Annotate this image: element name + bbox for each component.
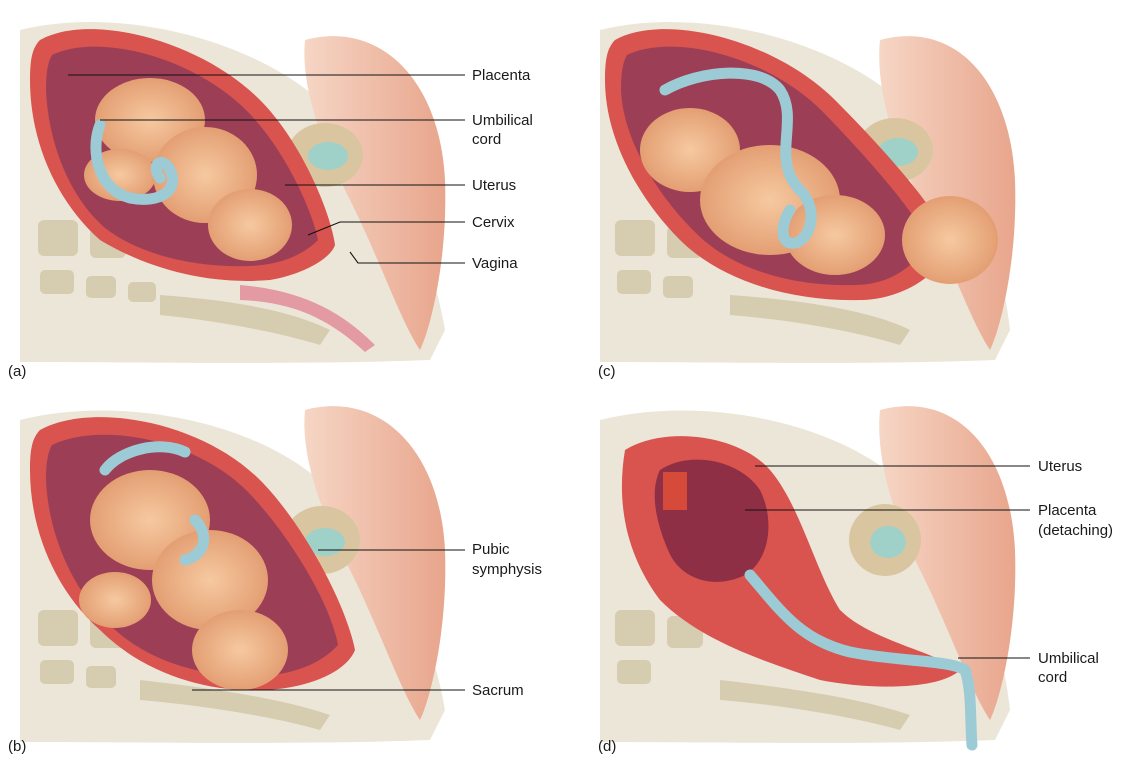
label-uterus-a: Uterus: [472, 177, 516, 194]
label-placenta-a: Placenta: [472, 67, 531, 84]
panel-c: (c): [598, 22, 1015, 380]
label-cervix-a: Cervix: [472, 214, 515, 231]
panel-d-letter: (d): [598, 738, 616, 755]
label-vagina-a: Vagina: [472, 255, 518, 272]
panel-b-letter: (b): [8, 738, 26, 755]
panel-c-letter: (c): [598, 363, 616, 380]
label-cord-a: cord: [472, 131, 501, 148]
label-detaching-d: (detaching): [1038, 522, 1113, 539]
label-sacrum: Sacrum: [472, 682, 524, 699]
panel-d: Uterus Placenta (detaching) Umbilical co…: [598, 406, 1113, 755]
panel-a: Placenta Umbilical cord Uterus Cervix Va…: [8, 22, 533, 380]
label-placenta-d: Placenta: [1038, 502, 1097, 519]
label-umbilical-a: Umbilical: [472, 112, 533, 129]
label-uterus-d: Uterus: [1038, 458, 1082, 475]
label-pubic: Pubic: [472, 541, 510, 558]
label-cord-d: cord: [1038, 669, 1067, 686]
label-symphysis: symphysis: [472, 561, 542, 578]
panel-b: Pubic symphysis Sacrum (b): [8, 406, 542, 755]
panel-d-pubic-bone: [849, 504, 921, 576]
panel-a-letter: (a): [8, 363, 26, 380]
panel-d-placenta-detail: [663, 472, 687, 510]
label-umbilical-d: Umbilical: [1038, 650, 1099, 667]
